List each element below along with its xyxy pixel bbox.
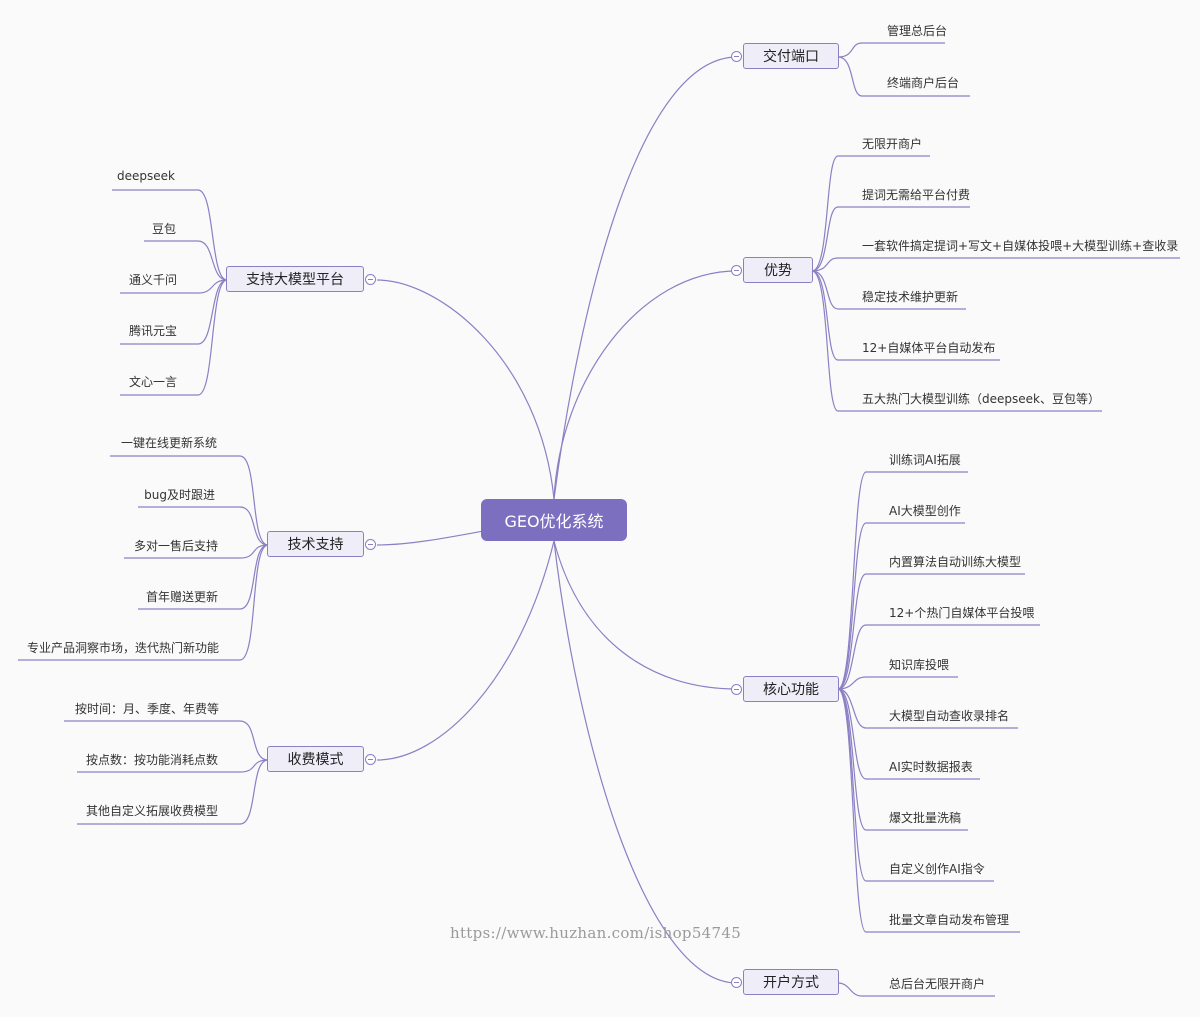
leaf-billing-1[interactable]: 按时间：月、季度、年费等 [74,702,219,716]
collapse-billing-icon[interactable] [365,754,376,765]
leaf-models-4[interactable]: 腾讯元宝 [128,324,177,338]
leaf-models-3[interactable]: 通义千问 [128,273,177,287]
leaf-core-3[interactable]: 内置算法自动训练大模型 [889,555,1022,569]
leaf-advantages-4[interactable]: 稳定技术维护更新 [862,290,959,304]
leaf-delivery-1[interactable]: 管理总后台 [887,24,948,38]
leaf-support-5[interactable]: 专业产品洞察市场，迭代热门新功能 [26,641,219,655]
collapse-support-icon[interactable] [365,539,376,550]
leaf-models-1[interactable]: deepseek [117,169,175,183]
leaf-core-4[interactable]: 12+个热门自媒体平台投喂 [889,606,1035,620]
branch-models[interactable]: 支持大模型平台 [226,266,364,292]
leaf-advantages-6[interactable]: 五大热门大模型训练（deepseek、豆包等） [862,392,1100,406]
branch-billing[interactable]: 收费模式 [267,746,364,772]
leaf-support-2[interactable]: bug及时跟进 [144,488,215,502]
branch-account[interactable]: 开户方式 [743,969,839,995]
leaf-support-1[interactable]: 一键在线更新系统 [120,436,217,450]
branch-advantages[interactable]: 优势 [743,257,813,283]
root-node[interactable]: GEO优化系统 [481,499,627,541]
collapse-models-icon[interactable] [365,274,376,285]
branch-core[interactable]: 核心功能 [743,676,839,702]
leaf-billing-3[interactable]: 其他自定义拓展收费模型 [85,804,218,818]
leaf-account-1[interactable]: 总后台无限开商户 [889,977,986,991]
leaf-core-6[interactable]: 大模型自动查收录排名 [889,709,1010,723]
leaf-core-2[interactable]: AI大模型创作 [889,504,961,518]
leaf-core-8[interactable]: 爆文批量洗稿 [889,811,962,825]
leaf-core-9[interactable]: 自定义创作AI指令 [889,862,985,876]
leaf-models-2[interactable]: 豆包 [151,222,176,236]
leaf-advantages-1[interactable]: 无限开商户 [862,137,923,151]
leaf-core-1[interactable]: 训练词AI拓展 [889,453,961,467]
collapse-delivery-icon[interactable] [731,51,742,62]
collapse-core-icon[interactable] [731,684,742,695]
leaf-models-5[interactable]: 文心一言 [128,375,177,389]
leaf-advantages-2[interactable]: 提词无需给平台付费 [862,188,971,202]
branch-support[interactable]: 技术支持 [267,531,364,557]
collapse-account-icon[interactable] [731,977,742,988]
collapse-advantages-icon[interactable] [731,265,742,276]
leaf-support-3[interactable]: 多对一售后支持 [133,539,218,553]
leaf-advantages-5[interactable]: 12+自媒体平台自动发布 [862,341,996,355]
leaf-core-7[interactable]: AI实时数据报表 [889,760,973,774]
leaf-billing-2[interactable]: 按点数：按功能消耗点数 [85,753,218,767]
leaf-support-4[interactable]: 首年赠送更新 [145,590,218,604]
leaf-core-10[interactable]: 批量文章自动发布管理 [889,913,1010,927]
leaf-core-5[interactable]: 知识库投喂 [889,658,950,672]
leaf-advantages-3[interactable]: 一套软件搞定提词+写文+自媒体投喂+大模型训练+查收录 [862,239,1179,253]
leaf-delivery-2[interactable]: 终端商户后台 [887,76,960,90]
branch-delivery[interactable]: 交付端口 [743,43,839,69]
watermark: https://www.huzhan.com/ishop54745 [450,924,742,942]
